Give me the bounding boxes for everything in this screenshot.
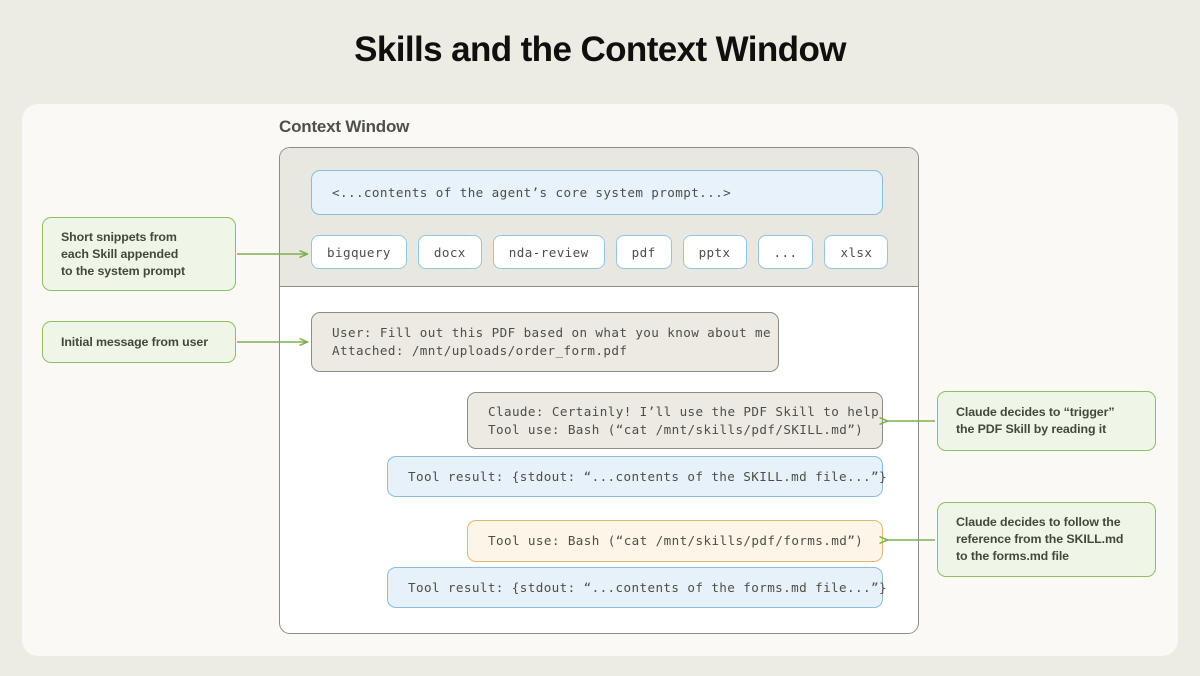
annotation-skill-snippets-line-3: to the system prompt: [61, 263, 185, 278]
tool-result-forms-md-text: Tool result: {stdout: “...contents of th…: [408, 579, 887, 595]
system-prompt-text: <...contents of the agent’s core system …: [332, 184, 732, 200]
annotation-follow-reference-line-1: Claude decides to follow the: [956, 515, 1121, 529]
tool-use-forms-md-text: Tool use: Bash (“cat /mnt/skills/pdf/for…: [488, 533, 864, 548]
skill-chip-nda-review[interactable]: nda-review: [492, 235, 605, 269]
user-message-box: User: Fill out this PDF based on what yo…: [311, 312, 779, 372]
tool-result-forms-md-box: Tool result: {stdout: “...contents of th…: [387, 567, 887, 608]
annotation-follow-reference-line-2: reference from the SKILL.md: [956, 532, 1124, 546]
tool-result-skill-md-box: Tool result: {stdout: “...contents of th…: [387, 456, 887, 497]
annotation-trigger-skill: Claude decides to “trigger” the PDF Skil…: [937, 391, 1156, 451]
skill-chip-more[interactable]: ...: [757, 235, 814, 269]
claude-message-box: Claude: Certainly! I’ll use the PDF Skil…: [467, 392, 883, 449]
user-message-line-2: Attached: /mnt/uploads/order_form.pdf: [332, 343, 628, 358]
annotation-initial-message-line-1: Initial message from user: [61, 334, 208, 349]
skill-chip-pptx[interactable]: pptx: [682, 235, 747, 269]
system-prompt-box: <...contents of the agent’s core system …: [311, 170, 883, 215]
skill-chip-docx[interactable]: docx: [417, 235, 482, 269]
claude-message-line-2: Tool use: Bash (“cat /mnt/skills/pdf/SKI…: [488, 421, 864, 437]
tool-use-forms-md-box: Tool use: Bash (“cat /mnt/skills/pdf/for…: [467, 520, 883, 562]
skill-chip-xlsx[interactable]: xlsx: [824, 235, 889, 269]
skill-chip-list: bigquery docx nda-review pdf pptx ... xl…: [311, 235, 889, 269]
annotation-follow-reference: Claude decides to follow the reference f…: [937, 502, 1156, 577]
annotation-follow-reference-line-3: to the forms.md file: [956, 549, 1069, 563]
annotation-skill-snippets-line-2: each Skill appended: [61, 246, 179, 261]
annotation-skill-snippets: Short snippets from each Skill appended …: [42, 217, 236, 291]
context-window-label: Context Window: [279, 117, 410, 136]
annotation-skill-snippets-line-1: Short snippets from: [61, 229, 177, 244]
annotation-trigger-skill-line-1: Claude decides to “trigger”: [956, 405, 1115, 419]
page-title: Skills and the Context Window: [354, 30, 846, 69]
annotation-initial-message: Initial message from user: [42, 321, 236, 363]
skill-chip-bigquery[interactable]: bigquery: [311, 235, 407, 269]
skill-chip-pdf[interactable]: pdf: [615, 235, 672, 269]
claude-message-line-1: Claude: Certainly! I’ll use the PDF Skil…: [488, 403, 880, 419]
annotation-trigger-skill-line-2: the PDF Skill by reading it: [956, 422, 1107, 436]
tool-result-skill-md-text: Tool result: {stdout: “...contents of th…: [408, 468, 887, 484]
user-message-line-1: User: Fill out this PDF based on what yo…: [332, 325, 772, 340]
